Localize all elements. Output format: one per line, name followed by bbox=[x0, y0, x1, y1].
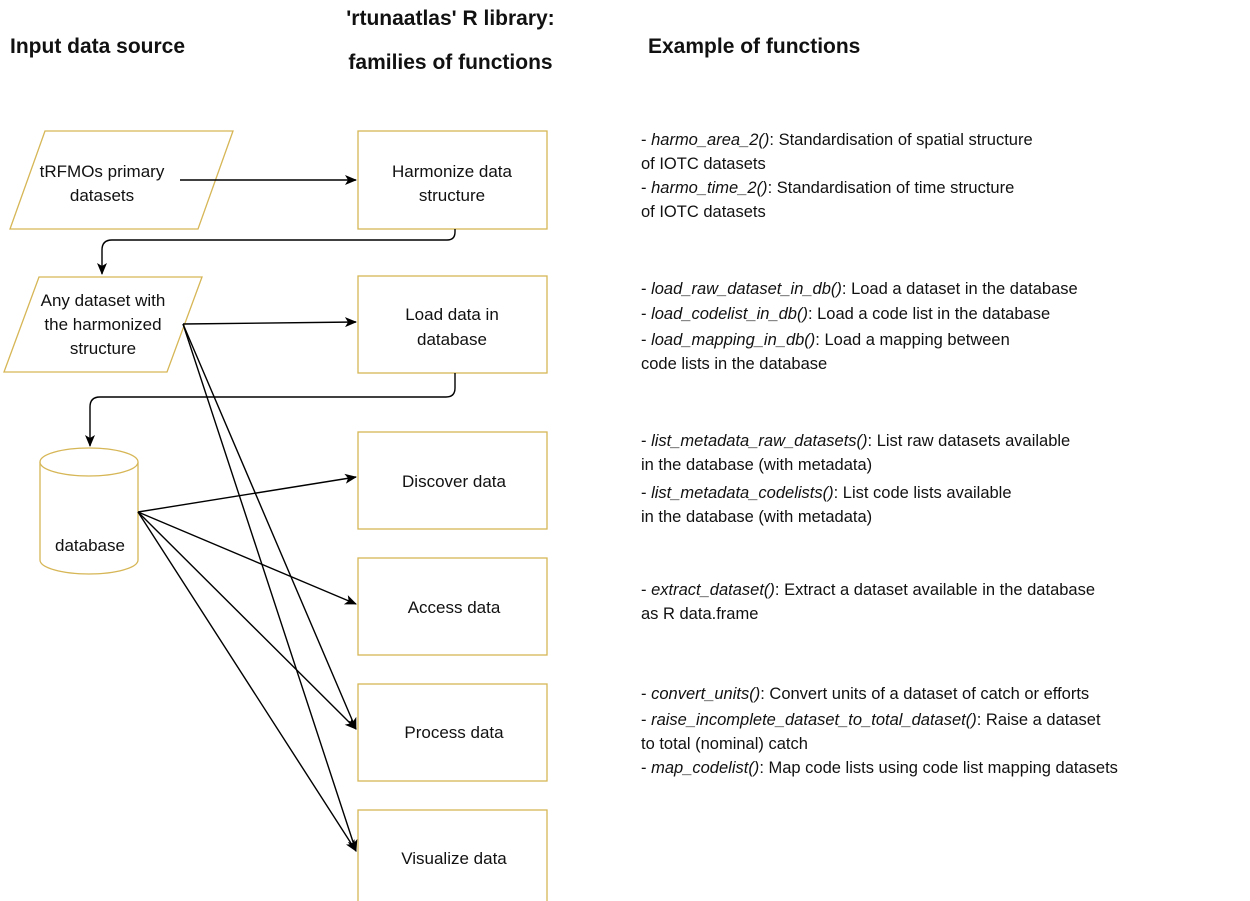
function-name: list_metadata_codelists() bbox=[651, 484, 834, 502]
function-name: map_codelist() bbox=[651, 759, 760, 777]
discover-label: Discover data bbox=[402, 472, 506, 491]
function-description: : List raw datasets available bbox=[867, 432, 1071, 450]
harmonized-dataset-node: Any dataset with the harmonized structur… bbox=[3, 276, 203, 373]
primary-datasets-node: tRFMOs primary datasets bbox=[9, 130, 234, 230]
database-label: database bbox=[55, 536, 125, 555]
library-heading: 'rtunaatlas' R library: families of func… bbox=[318, 3, 583, 79]
database-node: database bbox=[39, 447, 139, 575]
function-name: harmo_area_2() bbox=[651, 131, 770, 149]
function-description: : Standardisation of spatial structure bbox=[769, 131, 1033, 149]
example-item: - list_metadata_codelists(): List code l… bbox=[641, 484, 1012, 502]
example-continuation: of IOTC datasets bbox=[641, 203, 766, 221]
arrow-database-to-process bbox=[137, 511, 357, 730]
example-continuation: as R data.frame bbox=[641, 605, 759, 623]
connectors bbox=[85, 175, 456, 852]
load-label-2: database bbox=[417, 330, 487, 349]
examples-heading: Example of functions bbox=[648, 35, 861, 58]
load-examples: - load_raw_dataset_in_db(): Load a datas… bbox=[641, 277, 1078, 376]
arrow-harmonized-to-process bbox=[182, 323, 357, 730]
harmonize-label-2: structure bbox=[419, 186, 485, 205]
arrow-load-to-database bbox=[85, 373, 456, 447]
function-description: : Load a mapping between bbox=[815, 331, 1010, 349]
function-description: : Convert units of a dataset of catch or… bbox=[760, 685, 1090, 703]
library-heading-line1: 'rtunaatlas' R library: bbox=[346, 7, 555, 30]
example-continuation: in the database (with metadata) bbox=[641, 456, 873, 474]
function-description: : Load a dataset in the database bbox=[841, 280, 1078, 298]
harmonized-dataset-label-1: Any dataset with bbox=[41, 291, 166, 310]
function-description: : Load a code list in the database bbox=[807, 305, 1051, 323]
function-name: extract_dataset() bbox=[651, 581, 775, 599]
function-description: : Map code lists using code list mapping… bbox=[759, 759, 1118, 777]
harmonize-box: Harmonize data structure bbox=[357, 130, 548, 230]
arrow-database-to-visualize bbox=[137, 511, 357, 852]
access-examples: - extract_dataset(): Extract a dataset a… bbox=[641, 578, 1095, 626]
discover-box: Discover data bbox=[357, 431, 548, 530]
arrow-harmonized-to-visualize bbox=[182, 323, 358, 852]
function-name: raise_incomplete_dataset_to_total_datase… bbox=[651, 711, 977, 729]
example-item: - extract_dataset(): Extract a dataset a… bbox=[641, 581, 1096, 599]
load-box: Load data in database bbox=[357, 275, 548, 374]
input-source-heading: Input data source bbox=[10, 35, 186, 58]
harmonize-examples: - harmo_area_2(): Standardisation of spa… bbox=[641, 128, 1033, 224]
example-item: - load_raw_dataset_in_db(): Load a datas… bbox=[641, 280, 1078, 298]
arrow-database-to-access bbox=[137, 511, 357, 605]
access-box: Access data bbox=[357, 557, 548, 656]
example-continuation: to total (nominal) catch bbox=[641, 735, 808, 753]
load-label-1: Load data in bbox=[405, 305, 499, 324]
harmonized-dataset-label-3: structure bbox=[70, 339, 136, 358]
example-continuation: code lists in the database bbox=[641, 355, 828, 373]
example-item: - harmo_area_2(): Standardisation of spa… bbox=[641, 131, 1033, 149]
process-examples: - convert_units(): Convert units of a da… bbox=[641, 682, 1118, 780]
visualize-box: Visualize data bbox=[357, 809, 548, 901]
function-description: : Raise a dataset bbox=[976, 711, 1101, 729]
function-name: load_mapping_in_db() bbox=[651, 331, 816, 349]
discover-examples: - list_metadata_raw_datasets(): List raw… bbox=[641, 429, 1070, 529]
function-description: : List code lists available bbox=[833, 484, 1012, 502]
harmonized-dataset-label-2: the harmonized bbox=[44, 315, 161, 334]
example-item: - harmo_time_2(): Standardisation of tim… bbox=[641, 179, 1015, 197]
example-continuation: of IOTC datasets bbox=[641, 155, 766, 173]
function-name: list_metadata_raw_datasets() bbox=[651, 432, 868, 450]
arrow-harmonize-to-harmonized bbox=[97, 229, 456, 275]
example-continuation: in the database (with metadata) bbox=[641, 508, 873, 526]
example-item: - load_mapping_in_db(): Load a mapping b… bbox=[641, 331, 1010, 349]
function-name: load_raw_dataset_in_db() bbox=[651, 280, 842, 298]
primary-datasets-label-2: datasets bbox=[70, 186, 134, 205]
example-item: - list_metadata_raw_datasets(): List raw… bbox=[641, 432, 1071, 450]
arrow-database-to-discover bbox=[137, 473, 357, 513]
primary-datasets-label-1: tRFMOs primary bbox=[40, 162, 165, 181]
visualize-label: Visualize data bbox=[401, 849, 507, 868]
arrow-harmonized-to-load bbox=[182, 317, 357, 328]
process-box: Process data bbox=[357, 683, 548, 782]
example-item: - convert_units(): Convert units of a da… bbox=[641, 685, 1090, 703]
example-item: - raise_incomplete_dataset_to_total_data… bbox=[641, 711, 1101, 729]
function-description: : Extract a dataset available in the dat… bbox=[774, 581, 1096, 599]
access-label: Access data bbox=[408, 598, 501, 617]
function-name: harmo_time_2() bbox=[651, 179, 768, 197]
harmonize-label-1: Harmonize data bbox=[392, 162, 513, 181]
function-name: convert_units() bbox=[651, 685, 761, 703]
library-heading-line2: families of functions bbox=[348, 51, 553, 74]
process-label: Process data bbox=[404, 723, 504, 742]
function-description: : Standardisation of time structure bbox=[767, 179, 1015, 197]
function-name: load_codelist_in_db() bbox=[651, 305, 808, 323]
example-item: - map_codelist(): Map code lists using c… bbox=[641, 759, 1118, 777]
example-item: - load_codelist_in_db(): Load a code lis… bbox=[641, 305, 1051, 323]
